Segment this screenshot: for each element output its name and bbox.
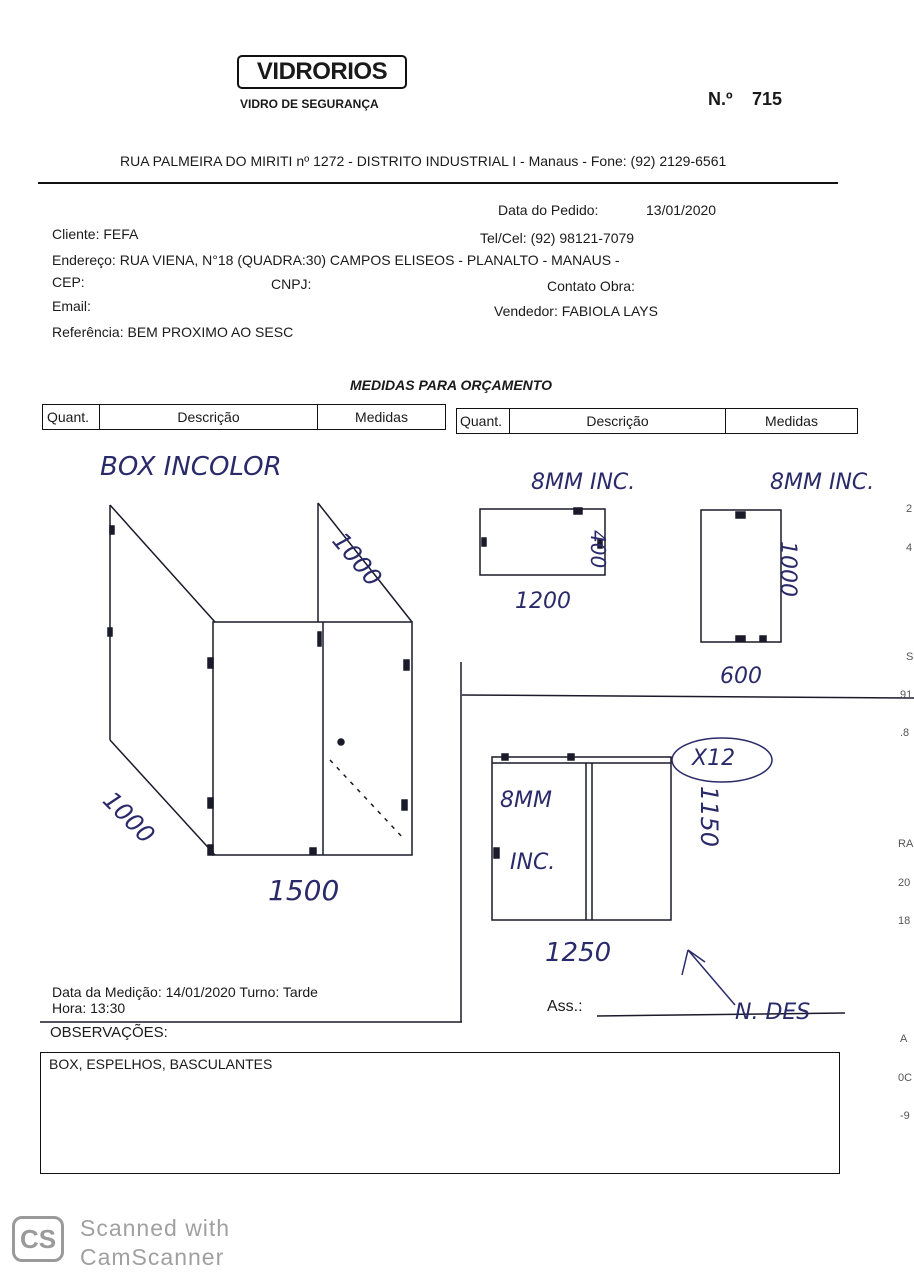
client-name: Cliente: FEFA bbox=[52, 226, 139, 242]
shower-box-sketch bbox=[107, 502, 413, 856]
col-descricao-right: Descrição bbox=[510, 409, 726, 433]
window-label-1: 8MM bbox=[500, 788, 552, 813]
box-front-dimension: 1500 bbox=[268, 874, 340, 907]
glass2-width: 600 bbox=[720, 664, 762, 689]
client-address: Endereço: RUA VIENA, N°18 (QUADRA:30) CA… bbox=[52, 252, 620, 268]
watermark-line-1: Scanned with bbox=[80, 1215, 231, 1241]
glass2-height: 1000 bbox=[775, 541, 800, 597]
measurement-date: Data da Medição: 14/01/2020 Turno: Tarde bbox=[52, 984, 318, 1000]
observations-box: BOX, ESPELHOS, BASCULANTES bbox=[40, 1052, 840, 1174]
measurement-time: Hora: 13:30 bbox=[52, 1000, 126, 1016]
box-label: BOX INCOLOR bbox=[100, 452, 282, 482]
signature: N. DES bbox=[735, 1000, 811, 1025]
observations-text: BOX, ESPELHOS, BASCULANTES bbox=[49, 1056, 273, 1072]
col-medidas-right: Medidas bbox=[765, 413, 818, 429]
edge-fragment: .8 bbox=[900, 727, 910, 739]
col-descricao-left: Descrição bbox=[100, 405, 318, 429]
right-section-divider bbox=[461, 694, 914, 699]
edge-fragment: 18 bbox=[898, 915, 911, 927]
window-label-2: INC. bbox=[510, 850, 556, 875]
client-reference: Referência: BEM PROXIMO AO SESC bbox=[52, 324, 294, 340]
salesperson: Vendedor: FABIOLA LAYS bbox=[494, 303, 658, 319]
glass1-width: 1200 bbox=[515, 589, 571, 614]
window-width: 1250 bbox=[545, 938, 612, 968]
window-sketch bbox=[491, 737, 773, 1006]
client-cnpj: CNPJ: bbox=[271, 276, 312, 292]
edge-fragment: 91 bbox=[900, 689, 913, 701]
edge-fragment: -9 bbox=[900, 1110, 910, 1122]
edge-fragment: 4 bbox=[906, 542, 913, 554]
client-cep: CEP: bbox=[52, 274, 85, 290]
site-contact: Contato Obra: bbox=[547, 278, 635, 294]
client-phone: Tel/Cel: (92) 98121-7079 bbox=[480, 230, 635, 246]
edge-fragment: RA bbox=[898, 838, 914, 850]
company-logo: VIDRORIOS bbox=[237, 55, 407, 89]
glass-panel-1-sketch bbox=[479, 507, 606, 576]
order-date-value: 13/01/2020 bbox=[646, 202, 717, 218]
signature-line bbox=[596, 1012, 846, 1017]
edge-fragment: 20 bbox=[898, 877, 911, 889]
edge-fragment: A bbox=[900, 1033, 908, 1045]
watermark-line-2: CamScanner bbox=[80, 1244, 225, 1270]
measurements-title: MEDIDAS PARA ORÇAMENTO bbox=[350, 377, 552, 393]
order-date-label: Data do Pedido: bbox=[498, 202, 599, 218]
edge-fragment: 0C bbox=[898, 1072, 913, 1084]
window-height: 1150 bbox=[695, 786, 723, 848]
measurements-table-header-right: Quant. Descrição Medidas bbox=[456, 408, 858, 434]
edge-fragment: 2 bbox=[906, 503, 913, 515]
col-quant-right: Quant. bbox=[457, 409, 510, 433]
camscanner-logo-text: CS bbox=[19, 1223, 57, 1254]
document-number-label: N.º bbox=[708, 89, 733, 109]
col-medidas-left: Medidas bbox=[355, 409, 408, 425]
document-number: 715 bbox=[752, 89, 783, 109]
glass1-label: 8MM INC. bbox=[531, 470, 636, 495]
edge-fragment: S bbox=[906, 651, 914, 663]
measurements-table-header-left: Quant. Descrição Medidas bbox=[42, 404, 446, 430]
header-divider bbox=[38, 182, 838, 184]
window-quantity: X12 bbox=[692, 746, 736, 771]
client-email: Email: bbox=[52, 298, 91, 314]
glass-panel-2-sketch bbox=[700, 509, 782, 643]
col-quant-left: Quant. bbox=[43, 405, 100, 429]
company-tagline: VIDRO DE SEGURANÇA bbox=[240, 97, 379, 111]
observations-label: OBSERVAÇÕES: bbox=[50, 1024, 168, 1041]
camscanner-logo: CS bbox=[12, 1216, 64, 1262]
glass1-height: 400 bbox=[586, 530, 610, 569]
logo-text: VIDRORIOS bbox=[256, 58, 388, 85]
company-address: RUA PALMEIRA DO MIRITI nº 1272 - DISTRIT… bbox=[120, 153, 727, 169]
glass2-label: 8MM INC. bbox=[770, 470, 875, 495]
signature-label: Ass.: bbox=[547, 998, 583, 1015]
